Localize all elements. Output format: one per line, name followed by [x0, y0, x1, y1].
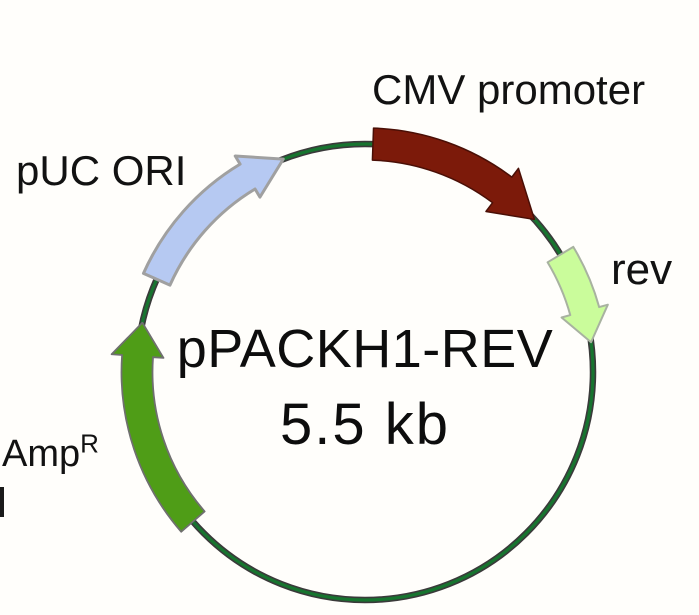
rev-label: rev [611, 245, 673, 294]
feature-arrow-ampr [110, 321, 206, 533]
feature-arrow-cmv-promoter [371, 127, 536, 221]
feature-arrow-puc-ori [141, 154, 285, 287]
plasmid-title-block: pPACKH1-REV 5.5 kb [177, 322, 554, 454]
plasmid-size: 5.5 kb [280, 392, 450, 457]
amp-label-base: Amp [2, 433, 81, 475]
cmv-promoter-label: CMV promoter [372, 66, 646, 113]
plasmid-name: pPACKH1-REV [176, 319, 554, 379]
feature-arrow-rev [546, 245, 609, 344]
puc-ori-label: pUC ORI [16, 147, 187, 194]
amp-label-superscript-r: R [80, 428, 99, 459]
cropped-text-artifact [0, 487, 4, 517]
amp-resistance-label: AmpR [2, 430, 99, 475]
